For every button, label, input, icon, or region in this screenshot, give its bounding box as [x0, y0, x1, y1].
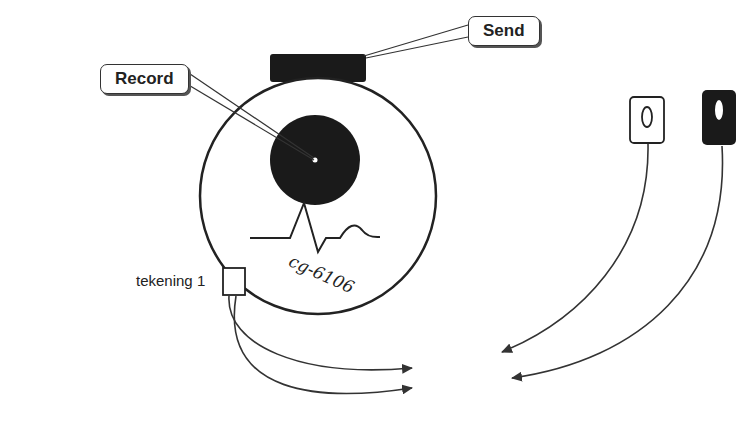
- leader-line: [189, 85, 314, 160]
- callout-box: Record: [100, 64, 189, 94]
- callout-box: Send: [468, 16, 540, 46]
- electrode-black: [702, 90, 736, 145]
- lead-arrow: [502, 144, 648, 352]
- lead-arrow: [512, 146, 722, 378]
- cable-arrow: [229, 296, 412, 370]
- callout-text: Send: [483, 21, 525, 40]
- electrode-contact: [715, 100, 723, 120]
- leader-line: [366, 37, 468, 58]
- leader-line: [189, 73, 314, 158]
- figure-label: tekening 1: [136, 272, 205, 289]
- connector-socket: [223, 268, 245, 295]
- cable-arrow: [234, 296, 412, 393]
- record-button: [270, 115, 360, 205]
- electrode-white: [630, 97, 664, 143]
- ecg-wave: [250, 203, 380, 252]
- electrode-contact: [642, 107, 652, 127]
- callout-text: Record: [115, 69, 174, 88]
